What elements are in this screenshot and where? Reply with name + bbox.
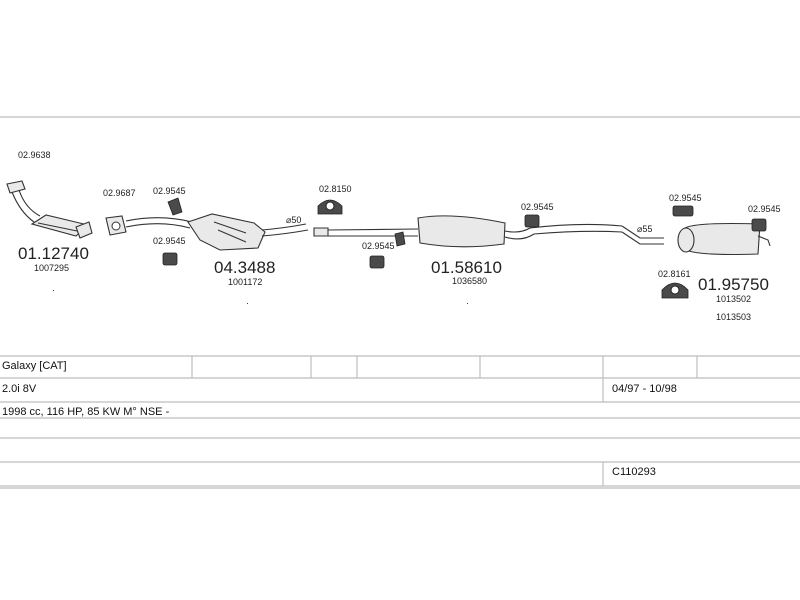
hanger-rubber-f [751,218,767,232]
hanger-rubber-c [369,255,385,269]
clamp-ring-rear [661,282,689,299]
front-pipe [6,180,93,239]
hanger-bracket-code: 02.9545 [153,186,186,196]
hanger-rubber-a-code: 02.9545 [153,236,186,246]
engine-cell: 2.0i 8V [2,383,37,395]
hanger-rubber-d [524,214,540,228]
middle-silencer-dot: · [466,298,469,308]
middle-silencer-ref: 1036580 [452,276,487,286]
hanger-rubber-b [394,231,406,247]
clamp-ring [317,199,343,215]
vehicle-model-cell: Galaxy [CAT] [2,360,67,372]
catalyst-code: 04.3488 [214,258,275,277]
hanger-rubber-a [162,252,178,266]
rear-silencer-ref: 1013502 [716,294,751,304]
engine-spec-cell: 1998 cc, 116 HP, 85 KW M° NSE - [2,406,170,418]
catalog-number-cell: C110293 [612,466,656,478]
gasket-code: 02.9687 [103,188,136,198]
front-pipe-dot: · [52,285,55,295]
front-pipe-mount-code: 02.9638 [18,150,51,160]
rear-silencer [677,222,771,256]
front-pipe-ref: 1007295 [34,263,69,273]
clamp-ring-code: 02.8150 [319,184,352,194]
clamp-ring-rear-code: 02.8161 [658,269,691,279]
middle-silencer-code: 01.58610 [431,258,502,277]
hanger-bracket [167,197,183,216]
rear-silencer-code: 01.95750 [698,275,769,294]
spec-table-grid [0,355,800,487]
hanger-rubber-f-code: 02.9545 [748,204,781,214]
hanger-rubber-d-code: 02.9545 [521,202,554,212]
catalyst-dot: · [246,298,249,308]
hanger-rubber-c-code: 02.9545 [362,241,395,251]
rear-silencer-ref-2: 1013503 [716,312,751,322]
production-period-cell: 04/97 - 10/98 [612,383,677,395]
front-pipe-code: 01.12740 [18,244,89,263]
middle-silencer [313,215,664,248]
catalyst-ref: 1001172 [228,277,262,287]
hanger-rubber-e [672,205,694,217]
diameter-label-50: ⌀50 [286,215,301,225]
catalyst [125,213,309,251]
diameter-label-55: ⌀55 [637,224,652,234]
gasket-ring [105,215,127,236]
hanger-rubber-e-code: 02.9545 [669,193,702,203]
